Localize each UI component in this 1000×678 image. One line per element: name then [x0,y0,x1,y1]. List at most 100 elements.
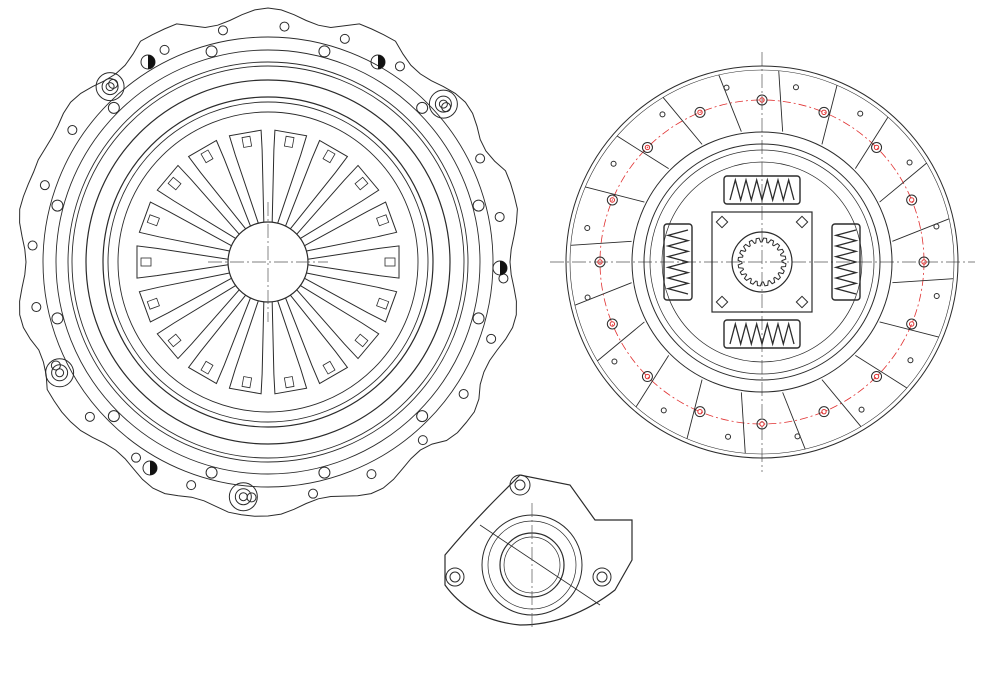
mounting-boss [228,482,258,512]
rivet-small [794,433,801,440]
cover-ring-0 [42,36,494,488]
rivet-center [873,373,880,380]
diaphragm-finger [296,285,380,360]
rivet [918,256,930,268]
bolt-hole [494,211,505,222]
window-hole [205,466,218,479]
rivet [871,141,883,153]
rivet-center [609,321,616,327]
bolt-hole [50,360,61,371]
diaphragm-finger [228,129,265,224]
rivet [694,406,706,418]
rivet-fill [378,55,385,69]
finger-tip [322,360,336,375]
bolt-hole [417,435,428,446]
mounting-boss [95,72,125,102]
rivet [756,94,768,106]
segment-groove [854,116,889,169]
segment-groove [574,282,632,306]
window-hole [416,101,429,114]
finger-tip [146,214,160,227]
rivet [694,106,706,118]
mounting-boss [45,358,75,388]
mounting-boss-hole [101,78,119,96]
window-hole [416,410,429,423]
cover-outline [19,7,518,517]
rivet [641,371,653,383]
rivet-center [609,197,616,203]
bearing-top-hole [514,479,526,491]
window-hole [472,312,485,325]
rivet-small [725,433,732,440]
pressure-plate [19,7,518,517]
diaphragm-finger [187,294,251,385]
rivet [594,256,606,268]
rivet-center [921,259,927,265]
rivet [606,318,618,330]
finger-tip [200,360,214,375]
window-hole [51,312,64,325]
window-hole [205,45,218,58]
diaphragm-finger [304,272,398,323]
rivet [871,371,883,383]
release-bearing [444,474,633,627]
bolt-hole [67,125,78,136]
window-hole [107,101,120,114]
segment-groove [635,355,670,408]
cover-ring-5 [102,96,434,428]
finger-tip [322,149,336,164]
segment-groove [892,278,954,284]
rivet-small [933,292,940,299]
rivet-center [759,97,765,103]
rivet-small [584,225,591,232]
diaphragm-finger [136,245,229,279]
friction-inner [631,131,893,393]
segment-groove [879,162,927,203]
rivet-small [906,159,913,166]
segment-groove [570,240,632,246]
mounting-hole [596,571,608,583]
rivet-small [792,84,799,91]
segment-groove [892,218,950,242]
rivet-center [697,109,703,116]
bolt-hole [84,411,95,422]
rivet-small [611,358,618,365]
diaphragm-finger [156,164,240,239]
hub-rivet [795,295,809,309]
diaphragm-finger [296,164,380,239]
finger-tip [354,333,369,348]
segment-groove [616,135,669,170]
rivet-fill [500,261,507,275]
diaphragm-finger [156,285,240,360]
rivet-center [908,197,915,203]
bolt-hole [31,302,42,313]
segment-groove [597,321,645,362]
diaphragm-finger [285,139,349,230]
rivet-fill [148,55,155,69]
clutch-disc [550,52,975,472]
spring-window [663,223,693,301]
mounting-boss-hole [434,95,452,113]
segment-groove [855,354,908,389]
finger-tip [283,376,295,389]
rivet-small [858,406,865,413]
rivet-small [610,160,617,167]
diaphragm-finger [271,129,308,224]
bolt-hole [339,33,350,44]
spring-window [831,223,861,301]
rivet-fill [150,461,157,475]
hub-rivet [715,295,729,309]
rivet [641,141,653,153]
hub-plate-outer [643,143,881,381]
diaphragm-finger [138,201,232,252]
cover-ring-2 [67,61,469,463]
cover-ring-7 [117,111,419,413]
rivet-center [759,421,765,427]
rivet-small [660,407,667,414]
window-hole [472,199,485,212]
rivet [818,106,830,118]
bolt-hole [394,61,405,72]
damper-spring [833,229,859,295]
diaphragm-finger [304,201,398,252]
rivet-center [873,144,880,151]
